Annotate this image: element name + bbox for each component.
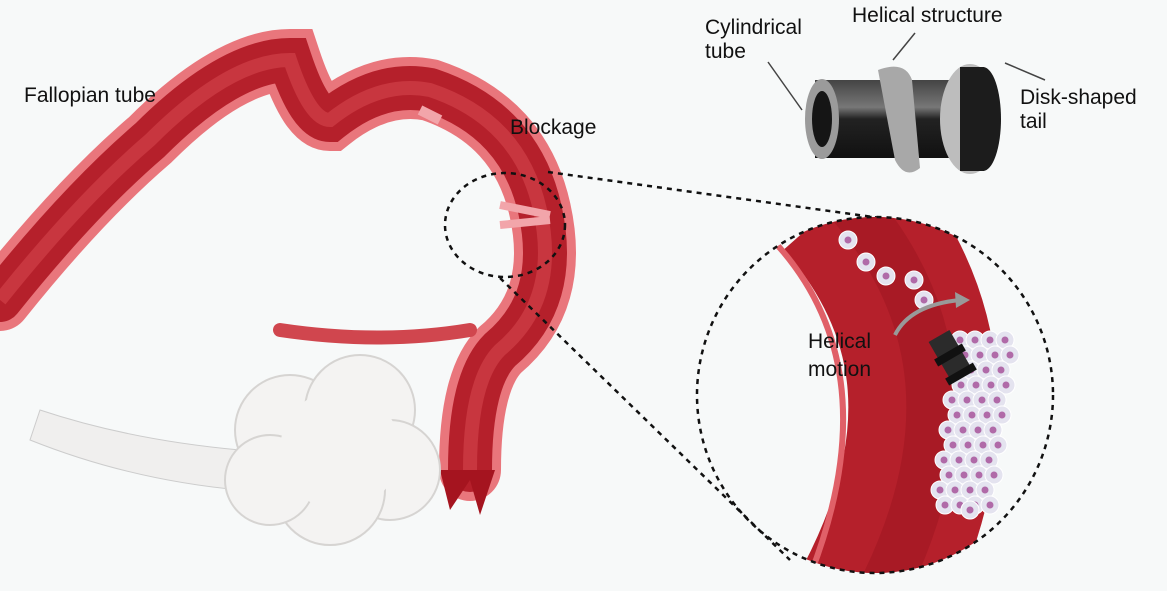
cell-nucleus [910,276,918,284]
cell-nucleus [1006,351,1014,359]
mini-robot [928,329,977,386]
cell-nucleus [971,336,979,344]
label-helical-motion-1: Helical [808,330,872,353]
cell-nucleus [936,486,944,494]
cell-nucleus [940,456,948,464]
zoom-circle [695,215,1055,575]
cell-nucleus [970,456,978,464]
cell-nucleus [998,411,1006,419]
label-helical-structure: Helical structure [852,4,1003,27]
cell-nucleus [966,506,974,514]
cell-nucleus [944,426,952,434]
cell-nucleus [974,426,982,434]
cell-nucleus [983,411,991,419]
label-blockage: Blockage [510,116,597,139]
cell-nucleus [862,258,870,266]
label-helical-motion-2: motion [808,358,872,381]
cell-nucleus [945,471,953,479]
label-fallopian-tube: Fallopian tube [24,84,156,107]
cell-nucleus [966,486,974,494]
cell-nucleus [989,426,997,434]
blockage-circle [443,171,567,279]
cell-nucleus [986,336,994,344]
ovary [224,354,441,546]
cell-nucleus [955,456,963,464]
cell-nucleus [1001,336,1009,344]
cell-nucleus [976,351,984,359]
cells [838,230,1020,520]
zoomed-tube [765,217,1020,573]
cell-nucleus [920,296,928,304]
cell-nucleus [987,381,995,389]
ligament [29,409,241,491]
cell-nucleus [964,441,972,449]
cell-nucleus [968,411,976,419]
fallopian-tube [0,28,576,515]
cell-nucleus [949,441,957,449]
cell-nucleus [990,471,998,479]
cell-nucleus [844,236,852,244]
cell-nucleus [991,351,999,359]
cell-nucleus [948,396,956,404]
cell-nucleus [959,426,967,434]
cell-nucleus [960,471,968,479]
cell-nucleus [981,486,989,494]
cell-nucleus [978,396,986,404]
cell-nucleus [997,366,1005,374]
cell-nucleus [993,396,1001,404]
cell-nucleus [882,272,890,280]
cell-nucleus [951,486,959,494]
cell-nucleus [941,501,949,509]
label-disk-tail-1: Disk-shaped [1020,86,1137,109]
cell-nucleus [975,471,983,479]
cell-nucleus [953,411,961,419]
label-cylindrical-tube-2: tube [705,40,746,63]
cell-nucleus [979,441,987,449]
cell-nucleus [1002,381,1010,389]
cell-nucleus [986,501,994,509]
label-disk-tail-2: tail [1020,110,1047,133]
cell-nucleus [985,456,993,464]
cell-nucleus [963,396,971,404]
cell-nucleus [982,366,990,374]
cell-nucleus [994,441,1002,449]
cell-nucleus [956,336,964,344]
label-cylindrical-tube-1: Cylindrical [705,16,802,39]
helical-microrobot [805,64,1001,174]
blockage-mark [499,201,551,229]
helical-motion-arrow [893,298,961,336]
cell-nucleus [957,381,965,389]
cell-nucleus [972,381,980,389]
